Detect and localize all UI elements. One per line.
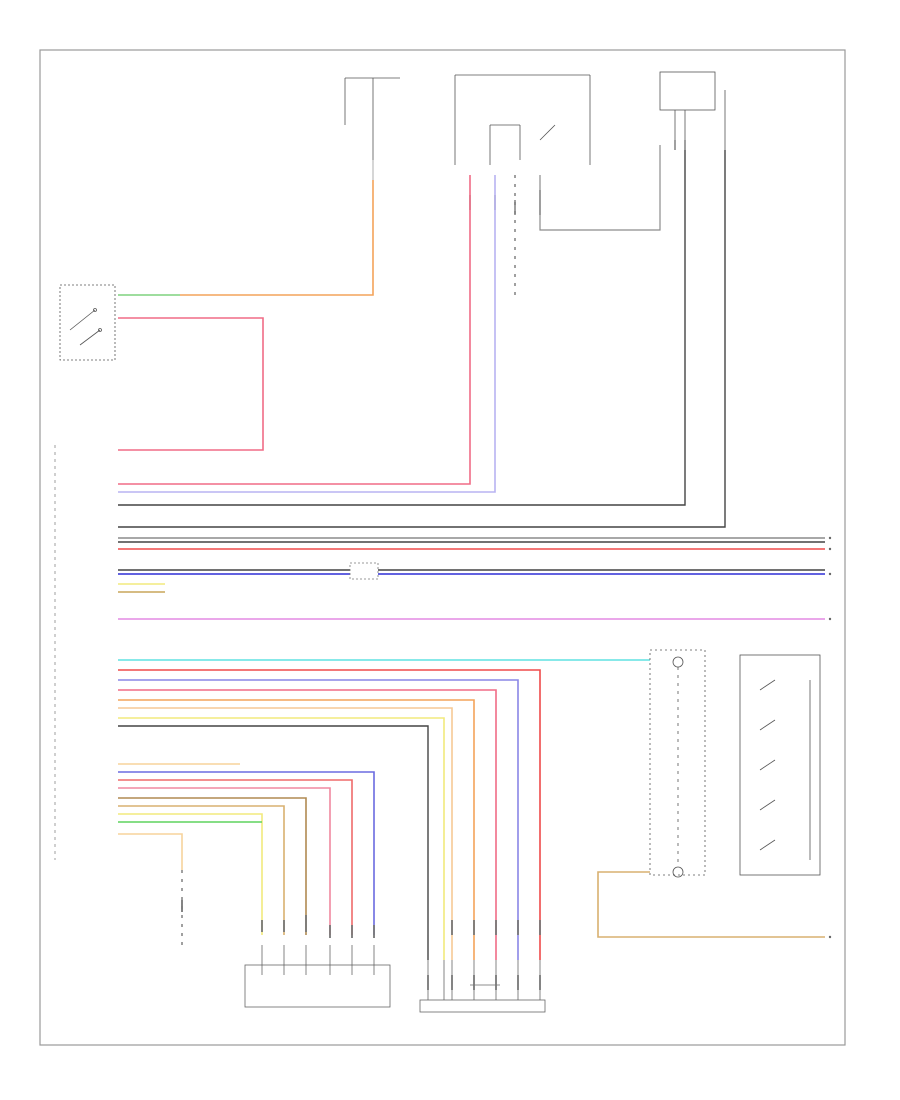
wire-violet-top [118,175,496,493]
wire-violet-down [118,679,519,960]
bottom-right-connector [419,960,546,1013]
connector-ticks-top [469,140,686,215]
bottom-left-connector [244,945,391,1008]
wire-yellow-down [118,717,445,960]
wire-pink-switch [118,317,264,451]
wire-red-down [118,669,541,960]
wire-tan-lower-2 [118,805,285,935]
diagram-border [39,49,846,1046]
wire-black-top [118,150,686,506]
wire-light-orange-lower [118,833,183,870]
wire-peach-down [118,707,453,960]
control-switch-box [649,649,821,878]
wire-blue-lower [118,771,375,935]
wire-brown-lower [118,797,307,935]
fuse-box-top-left [344,77,400,180]
pedal-switch [59,284,116,361]
wire-black-down [118,725,429,960]
wire-black-right [118,150,726,528]
wire-pink-top [118,175,471,485]
wire-pink-down [118,689,497,960]
wire-orange-down [118,699,475,960]
right-edge-markers [828,536,832,939]
inline-connector [349,562,379,580]
pin-marks [181,900,541,990]
wire-pink-lower [118,787,331,935]
relay-box-top-right [659,71,726,150]
wire-orange-top [180,180,374,296]
wire-yellow-lower [118,813,263,935]
wire-red-lower [118,779,353,935]
wire-gray-box [539,145,661,231]
wire-tan-right-bottom [597,871,825,938]
fuse-box-top-middle [454,74,591,165]
